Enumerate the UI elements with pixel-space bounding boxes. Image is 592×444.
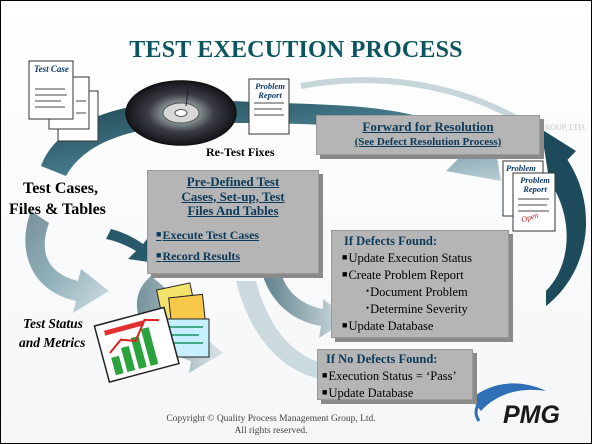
no-defects-item: ■Update Database: [322, 386, 414, 400]
charts-clipart: [93, 282, 210, 384]
predefined-heading-line2: Cases, Set-up, Test: [181, 188, 285, 204]
pmg-logo: PMG: [503, 401, 560, 429]
bullet-icon: ■: [342, 252, 348, 262]
bullet-icon: ■: [156, 249, 162, 260]
copyright-line2: All rights reserved.: [234, 426, 308, 436]
problem-label: Problem: [506, 163, 536, 173]
bullet-icon: •: [366, 303, 370, 313]
no-defects-panel: If No Defects Found: ■Execution Status =…: [317, 349, 473, 400]
problem-report-right: [502, 160, 556, 232]
problem-report-right-label: Problem Report: [520, 175, 550, 194]
cd-disc: [125, 80, 237, 146]
defects-found-item: ■Update Execution Status: [342, 251, 473, 265]
retest-fixes-label: Re-Test Fixes: [206, 145, 275, 159]
problem-report-top-label: Problem Report: [255, 81, 285, 100]
predefined-item: ■Record Results: [156, 246, 318, 265]
no-defects-item: ■Execution Status = ‘Pass’: [322, 369, 457, 383]
test-status-line1: Test Status: [23, 316, 83, 331]
problem-report-top: [248, 78, 290, 135]
right-side-arrow: [546, 151, 587, 306]
test-cases-files-tables-line1: Test Cases,: [23, 180, 98, 197]
predefined-item: ■Execute Test Cases: [156, 225, 318, 244]
bullet-icon: ■: [342, 320, 348, 330]
forward-resolution-panel: Forward for Resolution (See Defect Resol…: [316, 115, 540, 155]
predefined-heading-line3: Files And Tables: [187, 203, 279, 218]
swoosh-top-right: [300, 77, 523, 124]
copyright-line1: Copyright © Quality Process Management G…: [166, 414, 376, 424]
forward-subheading: (See Defect Resolution Process): [354, 136, 502, 148]
defects-found-panel: If Defects Found: ■Update Execution Stat…: [331, 230, 509, 338]
defects-found-item: ■Update Database: [342, 319, 434, 333]
test-case-documents: [28, 60, 99, 142]
no-defects-heading: If No Defects Found:: [326, 352, 438, 366]
bullet-icon: •: [366, 286, 370, 296]
slide-title: TEST EXECUTION PROCESS: [129, 37, 463, 63]
forward-heading: Forward for Resolution: [362, 119, 494, 134]
predefined-heading-line1: Pre-Defined Test: [186, 174, 280, 189]
input-arrow: [106, 229, 156, 263]
test-case-doc-label: Test Case: [34, 64, 69, 74]
bullet-icon: ■: [342, 269, 348, 279]
defects-found-subitem: •Determine Severity: [366, 302, 468, 316]
record-results: Record Results: [162, 248, 241, 263]
bullet-icon: ■: [322, 387, 328, 397]
left-down-arrow: [25, 211, 109, 313]
pmg-logo-mark: [471, 383, 546, 422]
defects-found-heading: If Defects Found:: [344, 234, 438, 248]
test-cases-files-tables-line2: Files & Tables: [9, 201, 106, 218]
test-status-line2: and Metrics: [19, 335, 86, 350]
bullet-icon: ■: [322, 370, 328, 380]
copyright-text: Copyright © Quality Process Management G…: [121, 413, 421, 437]
bullet-icon: ■: [156, 228, 162, 239]
defects-found-item: ■Create Problem Report: [342, 268, 464, 282]
middle-right-arrow: [263, 273, 349, 338]
execute-test-cases: Execute Test Cases: [162, 227, 260, 242]
predefined-test-panel: Pre-Defined Test Cases, Set-up, Test Fil…: [147, 170, 319, 274]
faded-group-text: GROUP, LTD.: [539, 123, 587, 132]
defects-found-subitem: •Document Problem: [366, 285, 468, 299]
